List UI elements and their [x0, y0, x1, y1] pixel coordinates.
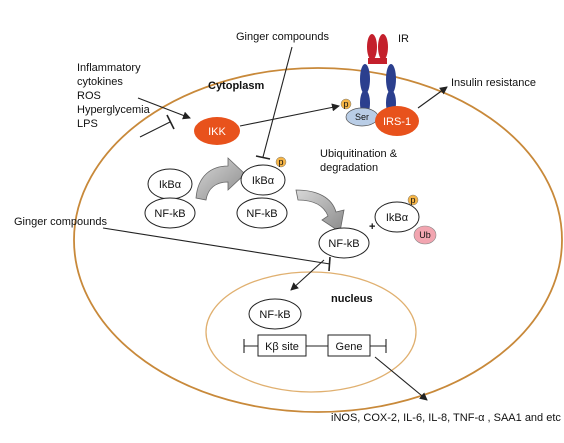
ikba-mid-phospho-icon: [275, 156, 287, 168]
ikba-left-label: IkBα: [159, 179, 182, 191]
ikba-right-node: [374, 201, 420, 233]
ser-phospho-label: p: [343, 99, 348, 109]
ginger-top-inhibit-line: [262, 46, 293, 158]
stimulus-line-3: ROS: [77, 90, 101, 102]
nfkb-left-label: NF-kB: [154, 208, 185, 220]
nfkb-left-node: [144, 197, 196, 229]
insulin-resistance-label: Insulin resistance: [451, 77, 536, 89]
stimulus-line-4: Hyperglycemia: [77, 104, 151, 116]
nfkb-free-node: [318, 227, 370, 259]
phosphorylation-arrow-icon: [195, 157, 246, 201]
plus-sign: +: [369, 221, 375, 233]
irs1-label: IRS-1: [383, 116, 411, 128]
stimuli-inhibit-bar: [166, 114, 175, 130]
nucleus-label: nucleus: [331, 293, 373, 305]
ser-phospho-icon: [340, 98, 352, 110]
irs-to-resistance-arrow: [417, 86, 448, 109]
ginger-left-inhibit-line: [102, 227, 331, 265]
nfkb-nucleus-node: [248, 298, 302, 330]
ikba-mid-node: [240, 164, 286, 196]
ikk-label: IKK: [208, 126, 226, 138]
ginger-left-inhibit-bar: [328, 256, 331, 272]
ikba-mid-phospho-label: p: [278, 157, 283, 167]
gene-expression-arrow: [374, 356, 428, 401]
ginger-top-inhibit-bar: [255, 155, 271, 160]
kb-site-box: [257, 334, 307, 357]
ikk-node: [194, 117, 240, 145]
ir-label: IR: [398, 33, 409, 45]
ginger-compounds-top-label: Ginger compounds: [236, 31, 329, 43]
ginger-compounds-left-label: Ginger compounds: [14, 216, 107, 228]
kb-site-label: Kβ site: [265, 341, 299, 353]
ubiquitination-label-1: Ubiquitination &: [320, 148, 398, 160]
ikk-to-irs-arrow: [239, 103, 340, 127]
nfkb-translocation-arrow: [290, 259, 325, 291]
inflammatory-outputs-label: iNOS, COX-2, IL-6, IL-8, TNF-α , SAA1 an…: [331, 412, 561, 424]
nfkb-mid-label: NF-kB: [246, 208, 277, 220]
ikba-right-phospho-label: p: [410, 195, 415, 205]
insulin-receptor-icon: [360, 34, 396, 116]
stimulus-line-2: cytokines: [77, 76, 123, 88]
nucleus-membrane: [205, 271, 417, 393]
ubiquitin-label: Ub: [419, 230, 431, 240]
ubiquitination-label-2: degradation: [320, 162, 378, 174]
gene-label: Gene: [336, 341, 363, 353]
cytoplasm-label: Cytoplasm: [208, 80, 264, 92]
nfkb-free-label: NF-kB: [328, 238, 359, 250]
ikba-right-phospho-icon: [407, 194, 419, 206]
degradation-arrow-icon: [295, 189, 345, 233]
stimulus-line-1: Inflammatory: [77, 62, 141, 74]
stimulus-line-5: LPS: [77, 118, 98, 130]
nfkb-nucleus-label: NF-kB: [259, 309, 290, 321]
gene-box: [327, 334, 371, 357]
cell-membrane: [73, 67, 563, 413]
ser-label: Ser: [355, 112, 369, 122]
stimuli-arrow: [137, 97, 191, 120]
stimuli-inhibit-tail: [139, 121, 171, 138]
ikba-right-label: IkBα: [386, 212, 409, 224]
nfkb-mid-node: [236, 197, 288, 229]
ubiquitin-node: [413, 225, 437, 245]
ikba-mid-label: IkBα: [252, 175, 275, 187]
irs1-node: [375, 106, 419, 136]
